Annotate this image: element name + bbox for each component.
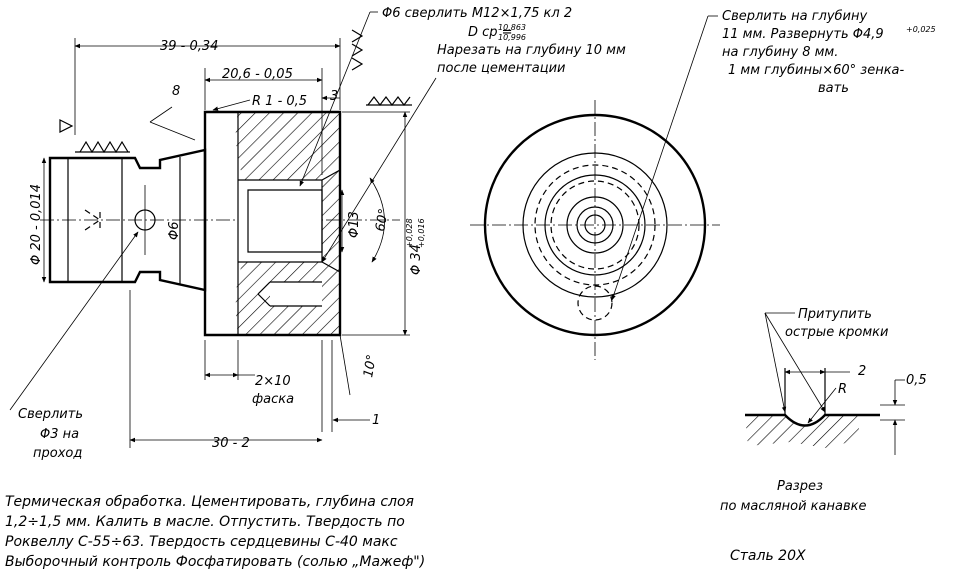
note-thread-2-top: 10,863 — [498, 23, 526, 32]
dim-dia-34-upper: +0,028 — [405, 218, 414, 248]
note-through-1: Сверлить — [18, 407, 83, 422]
dim-dia-20: Φ 20 - 0,014 — [29, 184, 44, 265]
dim-chamfer-value: 2×10 — [255, 374, 291, 389]
dim-dia-6: Φ6 — [167, 221, 182, 240]
dim-angle-60: 60° — [373, 207, 392, 232]
section-dim-2: 2 — [858, 364, 866, 379]
dim-1: 1 — [372, 413, 380, 428]
note-drill-2: 11 мм. Развернуть Φ4,9 — [722, 27, 884, 42]
dim-dia-13: Φ13 — [347, 211, 362, 238]
dim-dia-34-lower: +0,016 — [417, 218, 426, 248]
end-view — [470, 15, 720, 360]
drill-note: Сверлить на глубину 11 мм. Развернуть Φ4… — [722, 9, 936, 96]
section-dim-05: 0,5 — [906, 373, 927, 388]
section-blunt-2: острые кромки — [785, 325, 889, 340]
heat-line-1: Термическая обработка. Цементировать, гл… — [5, 494, 414, 510]
side-view: 39 - 0,34 20,6 - 0,05 3 8 R 1 - 0,5 Φ 20… — [9, 6, 626, 461]
shaft-outline — [48, 148, 207, 292]
heat-line-2: 1,2÷1,5 мм. Калить в масле. Отпустить. Т… — [5, 514, 405, 530]
note-through-2: Φ3 на — [40, 427, 79, 442]
dim-angle-10: 10° — [361, 353, 380, 378]
note-drill-2-sup: +0,025 — [906, 25, 936, 34]
dim-overall-length: 30 - 2 — [212, 436, 250, 451]
dim-dia-34: Φ 34 — [409, 244, 424, 275]
note-drill-1: Сверлить на глубину — [722, 9, 868, 24]
section-dim-r: R — [838, 382, 847, 397]
note-thread-2-bot: 10,996 — [498, 33, 526, 42]
dim-3: 3 — [330, 89, 338, 104]
note-thread-3: Нарезать на глубину 10 мм — [437, 43, 626, 58]
dim-8: 8 — [172, 84, 180, 99]
note-through-3: проход — [33, 446, 82, 461]
dim-total-length: 39 - 0,34 — [160, 39, 218, 54]
dim-step-length: 20,6 - 0,05 — [222, 67, 293, 82]
oil-groove-section: 2 R 0,5 Притупить острые кромки Разрез п… — [720, 307, 927, 514]
heat-line-4: Выборочный контроль Фосфатировать (солью… — [5, 554, 425, 570]
section-caption-1: Разрез — [777, 479, 823, 494]
note-thread-4: после цементации — [437, 61, 565, 76]
flange-section — [235, 112, 340, 335]
section-blunt-1: Притупить — [798, 307, 872, 322]
heat-line-3: Роквеллу С-55÷63. Твердость сердцевины С… — [5, 534, 398, 550]
note-thread-2: D ср = — [468, 25, 513, 40]
material-label: Сталь 20Х — [730, 548, 806, 564]
section-caption-2: по масляной канавке — [720, 499, 866, 514]
dim-radius: R 1 - 0,5 — [252, 94, 307, 109]
note-thread-1: Φ6 сверлить М12×1,75 кл 2 — [382, 6, 572, 21]
surface-finish-marks — [59, 29, 412, 154]
dim-chamfer-word: фаска — [252, 392, 294, 407]
heat-treatment-notes: Термическая обработка. Цементировать, гл… — [5, 494, 425, 570]
note-drill-5: вать — [818, 81, 849, 96]
note-drill-3: на глубину 8 мм. — [722, 45, 838, 60]
note-drill-4: 1 мм глубины×60° зенка- — [728, 63, 905, 78]
